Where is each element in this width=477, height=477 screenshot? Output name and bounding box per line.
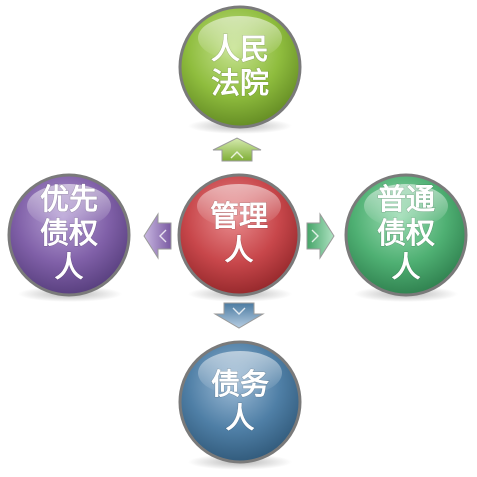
arrow-up-icon xyxy=(212,137,262,162)
node-administrator-line-1: 管理 xyxy=(210,199,268,233)
node-priority-creditor-line-1: 优先 xyxy=(40,182,98,216)
arrow-right-icon xyxy=(306,212,335,260)
node-administrator-line-2: 人 xyxy=(224,233,253,267)
arrow-left-icon xyxy=(143,212,172,260)
node-debtor-line-2: 人 xyxy=(225,401,254,435)
node-ordinary-creditor-line-1: 普通 xyxy=(377,182,435,216)
node-priority-creditor: 优先 债权 人 xyxy=(7,173,131,302)
node-ordinary-creditor-line-2: 债权 xyxy=(377,216,435,250)
node-people-court: 人民 法院 xyxy=(178,5,302,134)
node-people-court-line-2: 法院 xyxy=(211,66,269,100)
node-ordinary-creditor: 普通 债权 人 xyxy=(344,173,468,302)
node-ordinary-creditor-line-3: 人 xyxy=(391,250,420,284)
node-administrator: 管理 人 xyxy=(177,173,301,302)
node-debtor: 债务 人 xyxy=(178,340,302,470)
node-priority-creditor-line-2: 债权 xyxy=(40,216,98,250)
node-priority-creditor-line-3: 人 xyxy=(54,250,83,284)
arrow-down-icon xyxy=(213,302,265,329)
node-debtor-line-1: 债务 xyxy=(211,367,269,401)
node-people-court-line-1: 人民 xyxy=(211,32,269,66)
